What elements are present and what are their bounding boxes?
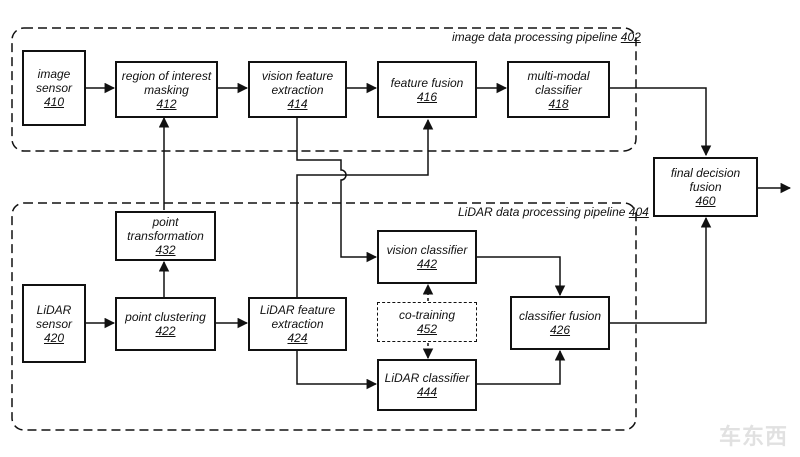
vision-classifier-box: vision classifier 442 [377,230,477,284]
lidar-feature-extraction-box: LiDAR feature extraction 424 [248,297,347,351]
image-pipeline-frame [11,27,637,152]
classifier-fusion-number: 426 [549,323,571,337]
lidar-classifier-number: 444 [416,385,438,399]
image-sensor-number: 410 [43,95,65,109]
point-transformation-label-2: transformation [127,229,204,243]
arrow-424-416 [296,118,434,297]
image-pipeline-label: image data processing pipeline 402 [452,30,641,44]
feature-fusion-number: 416 [416,89,438,104]
image-sensor-box: image sensor 410 [22,50,86,126]
final-decision-fusion-number: 460 [695,194,716,208]
lidar-pipeline-text: LiDAR data processing pipeline [458,205,626,219]
arrow-424-444 [296,351,378,390]
lidar-pipeline-frame [11,202,637,431]
lidar-sensor-label-1: LiDAR [36,302,72,317]
multimodal-classifier-number: 418 [548,96,569,111]
co-training-box: co-training 452 [377,302,477,342]
vision-feature-extraction-label-1: vision feature [261,68,334,83]
vision-feature-extraction-number: 414 [287,96,308,111]
vision-feature-extraction-label-2: extraction [271,82,324,97]
co-training-number: 452 [416,322,438,336]
arrow-414-442 [296,118,378,263]
point-transformation-box: point transformation 432 [115,211,216,261]
point-transformation-number: 432 [155,243,176,257]
lidar-classifier-label-1: LiDAR classifier [384,371,470,385]
multimodal-classifier-label-2: classifier [535,82,582,97]
point-clustering-label-1: point clustering [125,310,206,324]
arrow-444-426 [477,349,566,385]
classifier-fusion-label-1: classifier fusion [518,309,602,323]
lidar-sensor-box: LiDAR sensor 420 [22,284,86,363]
vision-classifier-label-1: vision classifier [386,243,468,257]
lidar-pipeline-label: LiDAR data processing pipeline 404 [458,205,649,219]
final-decision-fusion-box: final decision fusion 460 [653,157,758,217]
point-transformation-label-1: point [152,215,179,229]
lidar-sensor-number: 420 [43,330,65,345]
lidar-feature-extraction-number: 424 [287,331,308,345]
arrow-418-460 [610,87,712,157]
feature-fusion-label-1: feature fusion [390,75,464,90]
roi-masking-box: region of interest masking 412 [115,61,218,118]
image-sensor-label-2: sensor [35,81,73,95]
multimodal-classifier-box: multi-modal classifier 418 [507,61,610,118]
vision-feature-extraction-box: vision feature extraction 414 [248,61,347,118]
lidar-pipeline-number: 404 [628,205,649,219]
final-decision-fusion-label-1: final decision [670,166,741,180]
lidar-classifier-box: LiDAR classifier 444 [377,359,477,411]
watermark-logo: 车东西 [718,424,788,449]
roi-masking-label-2: masking [144,82,189,97]
lidar-feature-extraction-label-2: extraction [271,317,324,331]
arrow-426-460 [610,216,712,324]
arrow-442-426 [477,256,566,297]
co-training-label-1: co-training [398,308,456,322]
lidar-feature-extraction-label-1: LiDAR feature [259,303,336,317]
roi-masking-label-1: region of interest [121,68,212,83]
image-sensor-label-1: image [37,67,71,81]
image-pipeline-text: image data processing pipeline [452,30,618,44]
vision-classifier-number: 442 [416,257,438,271]
classifier-fusion-box: classifier fusion 426 [510,296,610,350]
roi-masking-number: 412 [156,96,177,111]
final-decision-fusion-label-2: fusion [689,180,722,194]
point-clustering-box: point clustering 422 [115,297,216,351]
image-pipeline-number: 402 [620,30,641,44]
feature-fusion-box: feature fusion 416 [377,61,477,118]
lidar-sensor-label-2: sensor [35,316,73,331]
point-clustering-number: 422 [155,324,176,338]
multimodal-classifier-label-1: multi-modal [527,68,590,83]
